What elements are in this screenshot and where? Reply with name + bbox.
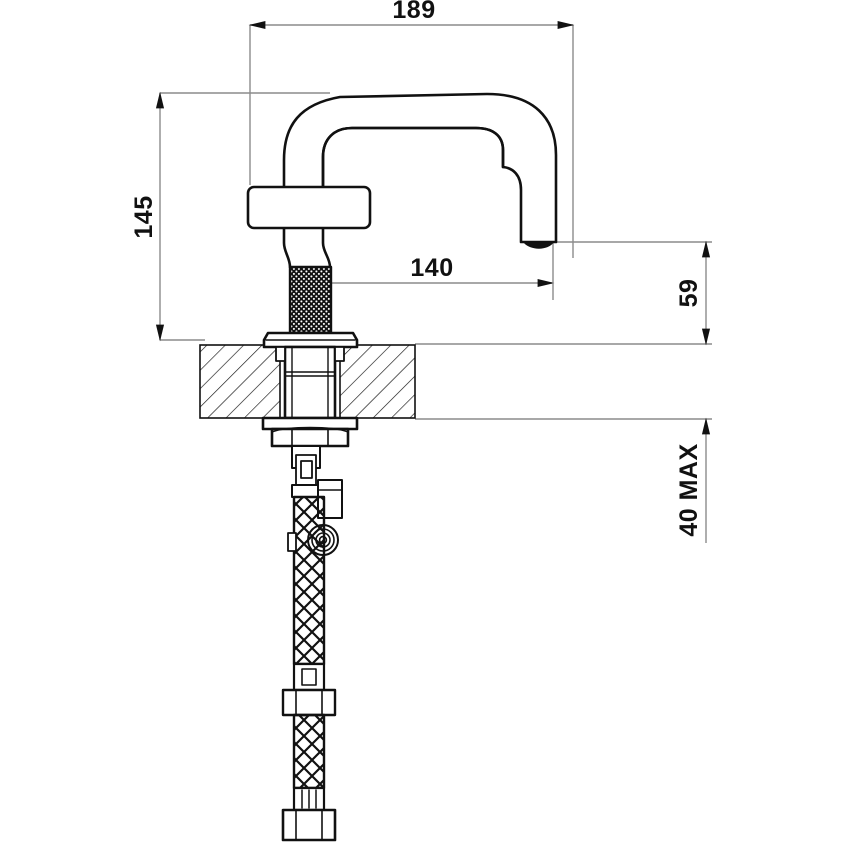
hose-mid-hex-nut (281, 688, 337, 717)
dimension-lines-group (155, 20, 712, 543)
shank-tab-left (275, 346, 286, 362)
dim-text-59: 59 (675, 279, 703, 308)
dim-text-145: 145 (130, 195, 158, 238)
braided-hose-lower (292, 713, 326, 790)
dim-text-189: 189 (392, 0, 435, 24)
faucet-body-group (246, 92, 558, 842)
lock-nut-chamfer (271, 426, 349, 433)
shank-body (283, 345, 337, 420)
knurled-collar (288, 265, 333, 335)
spout-inner-wall (321, 126, 505, 197)
dim-text-140: 140 (410, 254, 453, 282)
braided-hose-upper (292, 495, 326, 666)
dimension-text-group: 189 145 140 59 40 MAX (130, 0, 703, 537)
inlet-shank-lower (291, 484, 321, 498)
shank-tab-right (334, 346, 345, 362)
countertop-section (199, 344, 416, 419)
hose-mid-ferrule-window (301, 668, 317, 686)
spout-aerator (523, 241, 554, 249)
dim-text-40max: 40 MAX (675, 443, 703, 536)
cross-handle (246, 185, 372, 230)
mounting-washer-plate (261, 416, 359, 431)
countertop-hatch-left (199, 344, 281, 419)
inlet-shank-window (300, 460, 313, 479)
countertop-hatch-right (339, 344, 416, 419)
hose-clip-left (287, 532, 297, 552)
stem-left (282, 193, 292, 269)
stem-right (321, 193, 332, 269)
mounting-lock-nut (270, 427, 350, 448)
hose-end-hex-nut (281, 808, 337, 842)
